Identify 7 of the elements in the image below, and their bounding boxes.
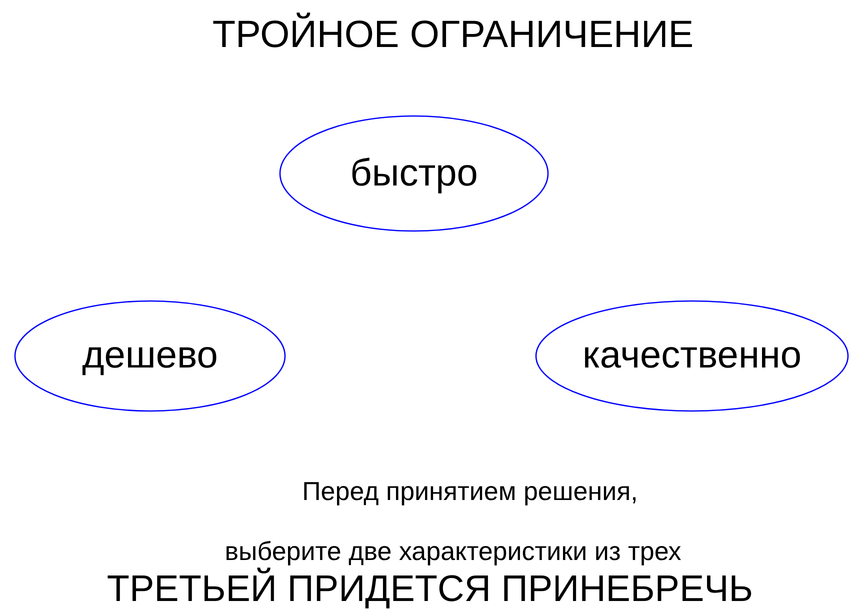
node-label: быстро <box>349 152 479 195</box>
node-label: качественно <box>581 334 803 378</box>
conclusion-text: ТРЕТЬЕЙ ПРИДЕТСЯ ПРИНЕБРЕЧЬ <box>106 568 754 610</box>
note-text: выберите две характеристики из трех <box>224 536 682 567</box>
node-label: дешево <box>81 334 219 378</box>
note-text: Перед принятием решения, <box>301 476 639 507</box>
title: ТРОЙНОЕ ОГРАНИЧЕНИЕ <box>211 14 695 57</box>
